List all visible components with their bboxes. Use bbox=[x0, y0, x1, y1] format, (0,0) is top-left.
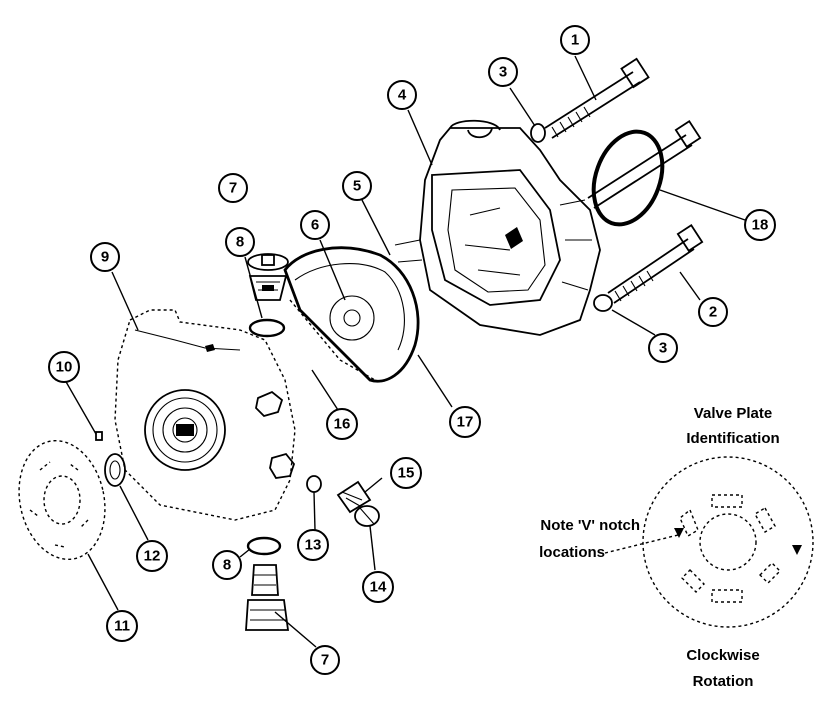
callout-6: 6 bbox=[300, 210, 330, 240]
valve-plate-illustration bbox=[642, 456, 814, 628]
pin-part-10 bbox=[95, 431, 103, 441]
seal-part-8-upper bbox=[248, 318, 286, 338]
callout-9: 9 bbox=[90, 242, 120, 272]
callout-15: 15 bbox=[390, 457, 422, 489]
callout-3-top: 3 bbox=[488, 57, 518, 87]
callout-10: 10 bbox=[48, 351, 80, 383]
pump-housing-part-4 bbox=[419, 119, 601, 336]
callout-label: 11 bbox=[114, 618, 130, 635]
rotor-part-5 bbox=[394, 239, 423, 263]
relief-valve-part-7-upper bbox=[247, 253, 289, 301]
relief-valve-part-7-lower bbox=[245, 564, 290, 631]
callout-label: 18 bbox=[752, 217, 769, 234]
callout-label: 14 bbox=[370, 579, 387, 596]
callout-4: 4 bbox=[387, 80, 417, 110]
callout-label: 3 bbox=[499, 64, 507, 81]
callout-label: 9 bbox=[101, 249, 109, 266]
callout-2: 2 bbox=[698, 297, 728, 327]
callout-label: 4 bbox=[398, 87, 407, 104]
callout-label: 7 bbox=[321, 652, 329, 669]
callout-5: 5 bbox=[342, 171, 372, 201]
valve-plate-title-line2: Identification bbox=[686, 430, 779, 447]
bolt-part-1 bbox=[544, 57, 650, 139]
callout-14: 14 bbox=[362, 571, 394, 603]
washer-part-13 bbox=[306, 475, 322, 493]
gasket-part-17 bbox=[283, 246, 420, 383]
note-leader bbox=[604, 534, 679, 554]
callout-label: 10 bbox=[56, 359, 73, 376]
callout-label: 7 bbox=[229, 180, 237, 197]
callout-7-bottom: 7 bbox=[310, 645, 340, 675]
bolt-part-2 bbox=[607, 224, 704, 304]
plug-part-15 bbox=[336, 480, 372, 514]
pump-body-part-9 bbox=[114, 309, 296, 521]
cap-part-14 bbox=[354, 505, 380, 527]
callout-12: 12 bbox=[136, 540, 168, 572]
leader-lines bbox=[64, 55, 746, 648]
callout-18: 18 bbox=[744, 209, 776, 241]
bushing-part-12 bbox=[104, 453, 126, 487]
callout-16: 16 bbox=[326, 408, 358, 440]
note-line2: locations bbox=[539, 544, 605, 561]
callout-8-bottom: 8 bbox=[212, 550, 242, 580]
o-ring-part-18 bbox=[591, 129, 665, 227]
callout-17: 17 bbox=[449, 406, 481, 438]
note-line1: Note 'V' notch bbox=[540, 517, 640, 534]
callout-label: 1 bbox=[571, 32, 579, 49]
cover-part-16 bbox=[289, 299, 376, 381]
bolt-middle bbox=[587, 120, 702, 209]
callout-label: 16 bbox=[334, 416, 351, 433]
rotation-line1: Clockwise bbox=[686, 647, 759, 664]
callout-label: 17 bbox=[457, 414, 474, 431]
washer-part-3-upper bbox=[530, 123, 546, 143]
rotor-plate-part-6 bbox=[294, 263, 405, 351]
rotation-line2: Rotation bbox=[693, 673, 754, 690]
callout-1: 1 bbox=[560, 25, 590, 55]
callout-label: 8 bbox=[223, 557, 231, 574]
washer-part-3-lower bbox=[593, 294, 613, 312]
valve-plate-title-line1: Valve Plate bbox=[694, 405, 772, 422]
callout-label: 8 bbox=[236, 234, 244, 251]
callout-3-bottom: 3 bbox=[648, 333, 678, 363]
callout-label: 6 bbox=[311, 217, 319, 234]
valve-plate-part-11 bbox=[18, 439, 106, 561]
callout-label: 13 bbox=[305, 537, 322, 554]
callout-13: 13 bbox=[297, 529, 329, 561]
valve-plate-identification: Valve Plate Identification Note 'V' notc… bbox=[539, 405, 814, 690]
callout-label: 12 bbox=[144, 548, 161, 565]
callout-label: 3 bbox=[659, 340, 667, 357]
callout-label: 15 bbox=[398, 465, 415, 482]
seal-part-8-lower bbox=[246, 536, 282, 556]
callout-label: 5 bbox=[353, 178, 361, 195]
callout-7-top: 7 bbox=[218, 173, 248, 203]
callout-11: 11 bbox=[106, 610, 138, 642]
callout-label: 2 bbox=[709, 304, 717, 321]
callout-8-top: 8 bbox=[225, 227, 255, 257]
